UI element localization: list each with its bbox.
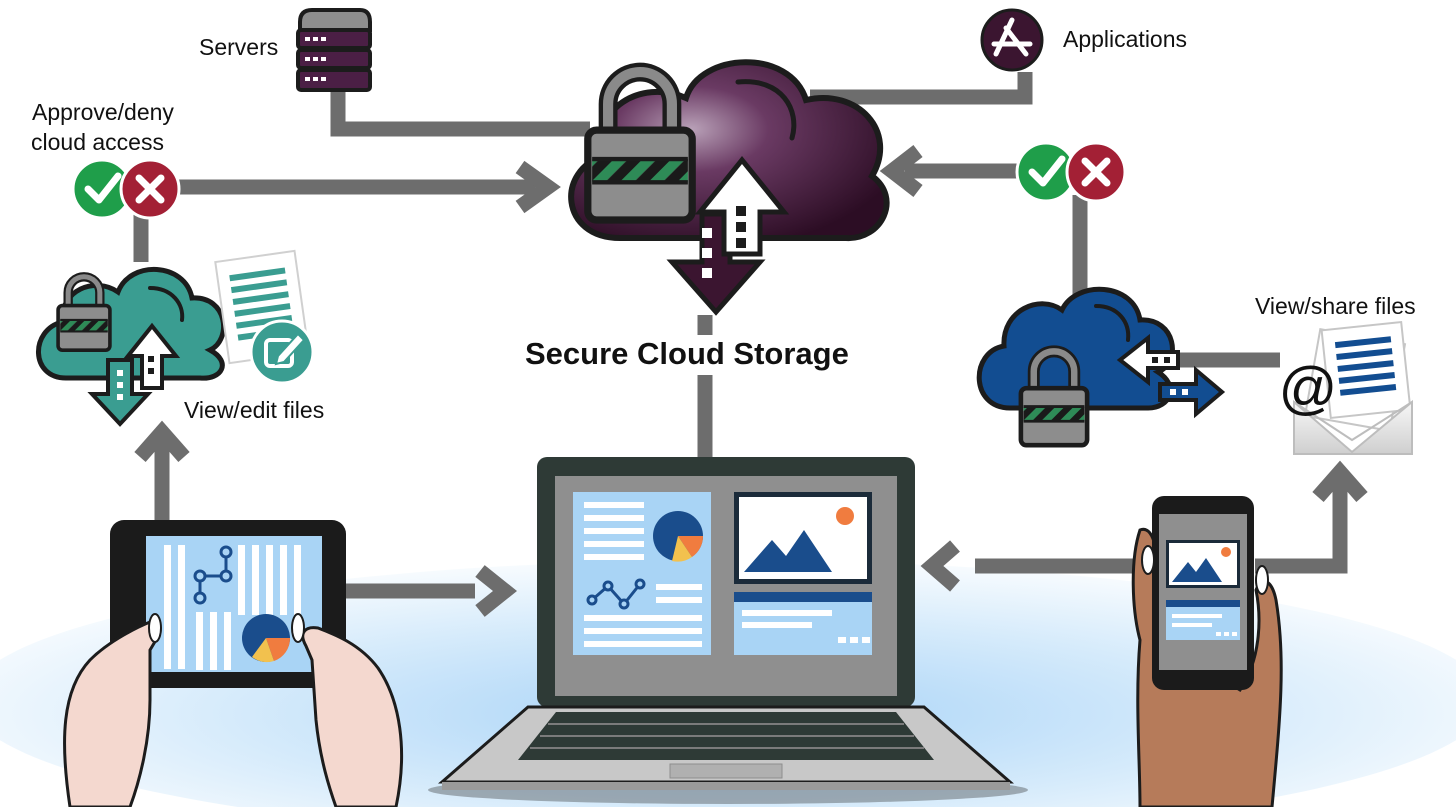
tablet-device-icon <box>110 520 346 688</box>
email-envelope-icon <box>1293 320 1413 455</box>
arrowhead-cloud-left <box>515 160 561 214</box>
app-store-icon <box>980 8 1044 72</box>
pie-chart-graphic <box>242 614 291 663</box>
phone-envelope-connector <box>1255 478 1348 574</box>
edit-icon <box>249 319 315 385</box>
email-at-symbol: @ <box>1279 356 1338 421</box>
arrowheads <box>134 145 1368 617</box>
server-icon <box>296 8 372 92</box>
approve-deny-left <box>71 158 181 220</box>
arrowhead-teal-up <box>134 420 190 462</box>
arrowhead-envelope-up <box>1312 460 1368 502</box>
arrowhead-laptop-right <box>920 540 960 592</box>
view-share-files-label: View/share files <box>1255 293 1416 319</box>
arrowhead-cloud-right <box>879 145 923 197</box>
applications-connector <box>810 72 1033 105</box>
phone-icon <box>1141 496 1269 690</box>
servers-connector <box>330 92 590 137</box>
servers-label: Servers <box>199 34 279 60</box>
view-edit-files-label: View/edit files <box>184 397 325 423</box>
email-cloud-icon <box>976 286 1226 419</box>
pie-chart-graphic <box>653 511 704 562</box>
laptop-icon <box>437 457 1015 790</box>
arrowhead-laptop-left <box>475 565 518 617</box>
applications-label: Applications <box>1063 26 1188 52</box>
approve-deny-right <box>1015 141 1127 203</box>
secure-cloud-storage-title: Secure Cloud Storage <box>525 336 849 371</box>
approve-deny-label-line1: Approve/deny <box>32 99 174 125</box>
approve-deny-label-line2: cloud access <box>31 129 164 155</box>
connectors <box>133 72 1348 599</box>
hand-icon <box>63 613 404 807</box>
